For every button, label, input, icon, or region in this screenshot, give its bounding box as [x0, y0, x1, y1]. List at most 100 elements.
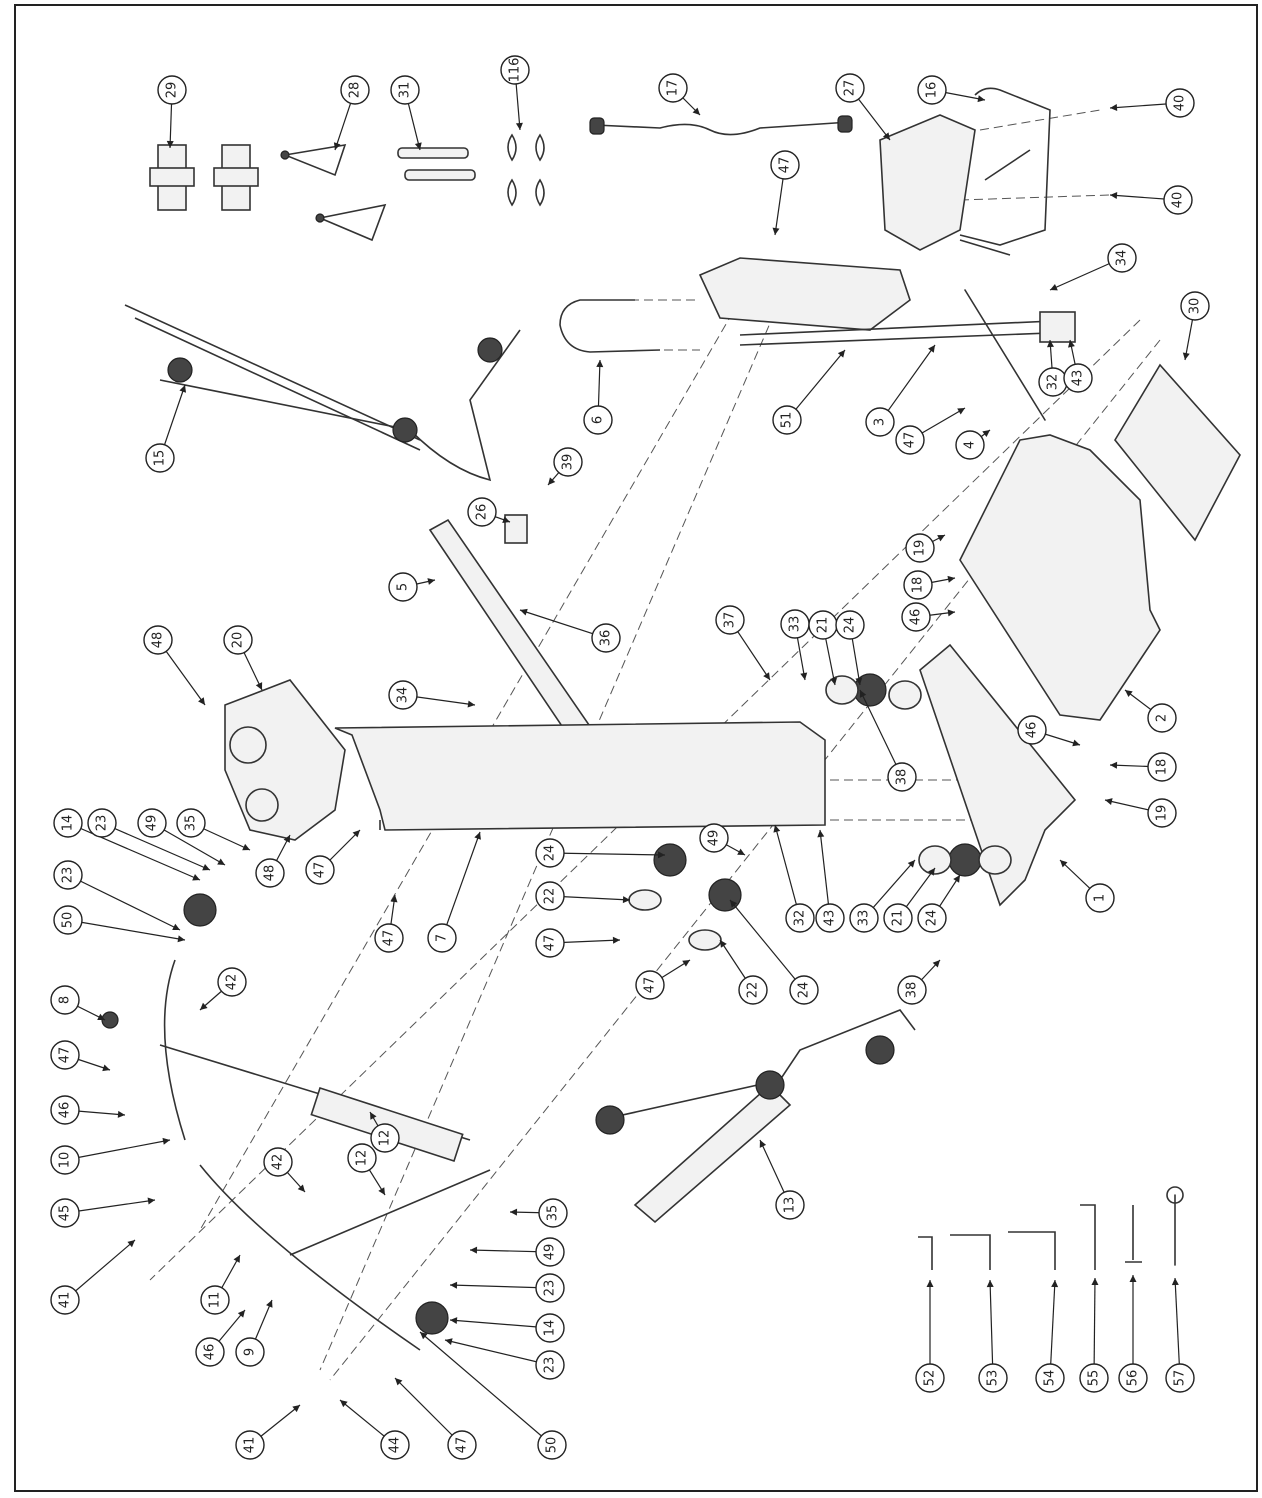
part-callout-38: 38	[887, 762, 917, 792]
leader-arrowhead	[947, 609, 955, 617]
leader-arrowhead	[982, 430, 990, 437]
leader-arrowhead	[102, 1064, 110, 1072]
part-callout-49: 49	[699, 823, 729, 853]
callout-number: 31	[398, 82, 413, 99]
callout-number: 44	[388, 1437, 403, 1454]
leader-arrowhead	[859, 690, 867, 698]
leader-arrowhead	[1072, 739, 1080, 747]
part-callout-33: 33	[780, 609, 810, 639]
callout-circle	[305, 855, 335, 885]
part-callout-28: 28	[340, 75, 370, 105]
part-callout-56: 56	[1118, 1363, 1148, 1393]
part-callout-13: 13	[775, 1190, 805, 1220]
callout-circle	[715, 605, 745, 635]
leader-arrowhead	[1110, 192, 1118, 200]
part-callout-42: 42	[217, 967, 247, 997]
leader-arrowhead	[474, 832, 481, 840]
part-callout-48: 48	[143, 625, 173, 655]
part-3-back-pad-assembly	[698, 257, 1076, 346]
callout-circle	[50, 1198, 80, 1228]
leader-arrowhead	[928, 868, 935, 876]
part-callout-35: 35	[176, 808, 206, 838]
callout-circle	[915, 1363, 945, 1393]
leader-arrowhead	[926, 1280, 934, 1287]
leader-arrowhead	[759, 1140, 767, 1148]
callout-circle	[887, 762, 917, 792]
part-callout-52: 52	[915, 1363, 945, 1393]
leader-arrowhead	[692, 107, 700, 115]
part-callout-1: 1	[1085, 883, 1115, 913]
callout-number: 42	[225, 974, 240, 991]
part-callout-40: 40	[1165, 88, 1195, 118]
callout-number: 40	[1171, 192, 1186, 209]
callout-number: 30	[1188, 298, 1203, 315]
callout-leader	[64, 1239, 136, 1301]
callout-number: 46	[909, 609, 924, 626]
callout-number: 34	[1115, 250, 1130, 267]
part-callout-5: 5	[388, 572, 418, 602]
callout-number: 42	[271, 1154, 286, 1171]
leader-arrowhead	[657, 851, 665, 859]
callout-circle	[217, 967, 247, 997]
leader-arrowhead	[177, 935, 185, 943]
callout-circle	[535, 1350, 565, 1380]
callout-circle	[895, 425, 925, 455]
leader-arrowhead	[1125, 690, 1133, 698]
leader-arrowhead	[179, 385, 187, 393]
callout-circle	[905, 533, 935, 563]
leader-arrowhead	[237, 1310, 245, 1318]
callout-number: 35	[184, 815, 199, 832]
leader-arrowhead	[217, 858, 225, 865]
callout-circle	[835, 73, 865, 103]
part-callout-8: 8	[50, 985, 80, 1015]
callout-leader	[394, 1377, 463, 1446]
leader-arrowhead	[1105, 798, 1113, 805]
callout-number: 47	[643, 977, 658, 994]
callout-number: 47	[455, 1437, 470, 1454]
part-28-triangle-handles	[280, 143, 387, 242]
callout-leader	[729, 899, 805, 991]
leader-arrowhead	[596, 360, 604, 368]
callout-leader	[444, 1339, 551, 1366]
callout-circle	[500, 55, 530, 85]
leader-arrowhead	[166, 140, 174, 148]
part-31-grips	[397, 147, 476, 181]
leader-arrowhead	[622, 896, 630, 904]
callout-circle	[87, 808, 117, 838]
part-callout-19: 19	[1147, 798, 1177, 828]
callout-number: 43	[823, 910, 838, 927]
part-callout-32: 32	[785, 903, 815, 933]
leader-arrowhead	[548, 477, 556, 485]
callout-leader	[67, 822, 201, 881]
part-callout-47: 47	[447, 1430, 477, 1460]
callout-number: 47	[543, 935, 558, 952]
callout-circle	[903, 570, 933, 600]
part-callout-23: 23	[535, 1350, 565, 1380]
callout-circle	[200, 1285, 230, 1315]
part-callout-49: 49	[535, 1237, 565, 1267]
callout-circle	[1085, 883, 1115, 913]
callout-circle	[50, 1095, 80, 1125]
callout-circle	[1163, 185, 1193, 215]
part-callout-50: 50	[537, 1430, 567, 1460]
callout-circle	[955, 430, 985, 460]
part-callout-57: 57	[1165, 1363, 1195, 1393]
callout-circle	[535, 1237, 565, 1267]
callout-leader	[64, 1139, 171, 1161]
part-6-handle	[559, 299, 661, 353]
callout-number: 22	[543, 888, 558, 905]
callout-circle	[1147, 752, 1177, 782]
callout-number: 12	[355, 1150, 370, 1167]
leader-arrowhead	[1091, 1278, 1099, 1286]
part-callout-46: 46	[50, 1095, 80, 1125]
callout-number: 50	[545, 1437, 560, 1454]
callout-circle	[50, 1285, 80, 1315]
callout-circle	[340, 75, 370, 105]
callout-number: 14	[543, 1320, 558, 1337]
leader-arrowhead	[340, 1400, 348, 1408]
callout-number: 48	[151, 632, 166, 649]
callout-number: 19	[913, 540, 928, 557]
callout-circle	[775, 1190, 805, 1220]
leader-arrowhead	[986, 1280, 994, 1288]
callout-number: 38	[895, 769, 910, 786]
